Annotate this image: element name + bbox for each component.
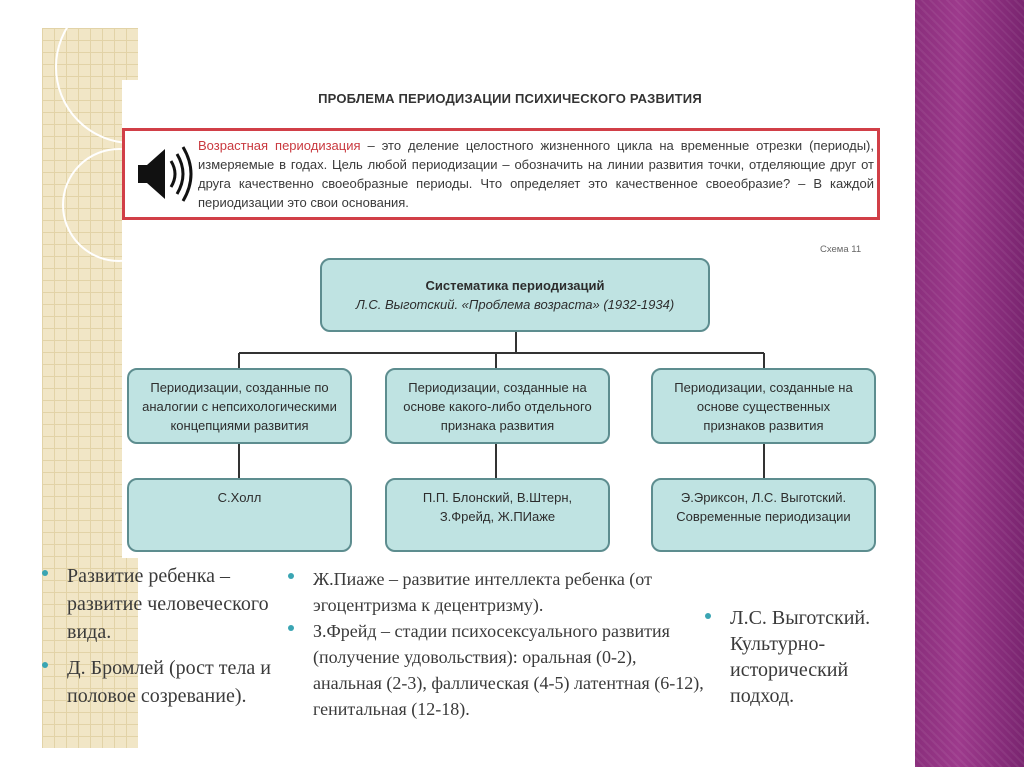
decorative-side-panel	[915, 0, 1024, 767]
note-text: Л.С. Выготский. Культурно-исторический п…	[730, 607, 871, 707]
example-node: Э.Эриксон, Л.С. Выготский. Современные п…	[651, 478, 876, 552]
definition-body: – это деление целостного жизненного цикл…	[198, 138, 875, 210]
category-node: Периодизации, созданные по аналогии с не…	[127, 368, 352, 444]
list-item: З.Фрейд – стадии психосексуального разви…	[288, 618, 708, 722]
bullet-icon	[288, 573, 294, 579]
note-text: Развитие ребенка – развитие человеческог…	[67, 565, 269, 643]
root-node: Систематика периодизаций Л.С. Выготский.…	[320, 258, 710, 332]
bullet-icon	[705, 613, 711, 619]
schema-label: Схема 11	[820, 244, 862, 255]
list-item: Д. Бромлей (рост тела и половое созреван…	[42, 654, 297, 710]
example-label: Э.Эриксон, Л.С. Выготский. Современные п…	[676, 490, 851, 524]
category-label: Периодизации, созданные на основе сущест…	[674, 379, 853, 433]
definition-term: Возрастная периодизация	[198, 138, 361, 153]
bullet-icon	[42, 570, 48, 576]
notes-right: Л.С. Выготский. Культурно-исторический п…	[705, 605, 910, 709]
category-node: Периодизации, созданные на основе сущест…	[651, 368, 876, 444]
category-label: Периодизации, созданные на основе какого…	[403, 379, 592, 433]
example-label: П.П. Блонский, В.Штерн, З.Фрейд, Ж.ПИаже	[422, 490, 573, 524]
example-node: П.П. Блонский, В.Штерн, З.Фрейд, Ж.ПИаже	[385, 478, 610, 552]
note-text: Ж.Пиаже – развитие интеллекта ребенка (о…	[313, 569, 652, 615]
list-item: Ж.Пиаже – развитие интеллекта ребенка (о…	[288, 566, 708, 618]
category-node: Периодизации, созданные на основе какого…	[385, 368, 610, 444]
root-subtitle: Л.С. Выготский. «Проблема возраста» (193…	[355, 297, 675, 312]
list-item: Л.С. Выготский. Культурно-исторический п…	[705, 605, 910, 709]
list-item: Развитие ребенка – развитие человеческог…	[42, 562, 297, 646]
category-label: Периодизации, созданные по аналогии с не…	[142, 379, 337, 433]
bullet-icon	[288, 625, 294, 631]
notes-middle: Ж.Пиаже – развитие интеллекта ребенка (о…	[288, 566, 708, 722]
root-title: Систематика периодизаций	[425, 278, 605, 293]
note-text: З.Фрейд – стадии психосексуального разви…	[313, 621, 704, 719]
note-text: Д. Бромлей (рост тела и половое созреван…	[67, 657, 271, 707]
speaker-icon[interactable]	[135, 141, 195, 207]
example-node: С.Холл	[127, 478, 352, 552]
slide-title: ПРОБЛЕМА ПЕРИОДИЗАЦИИ ПСИХИЧЕСКОГО РАЗВИ…	[318, 91, 702, 106]
definition-box: Возрастная периодизация – это деление це…	[122, 128, 880, 220]
notes-left: Развитие ребенка – развитие человеческог…	[42, 562, 297, 710]
bullet-icon	[42, 662, 48, 668]
definition-text: Возрастная периодизация – это деление це…	[198, 136, 874, 212]
example-label: С.Холл	[217, 490, 262, 505]
